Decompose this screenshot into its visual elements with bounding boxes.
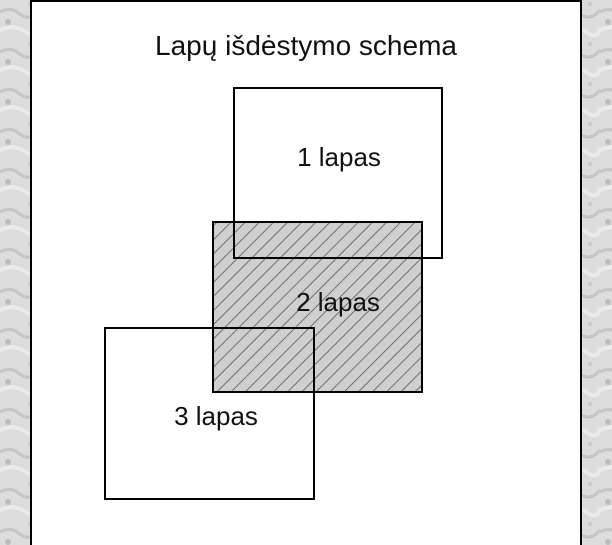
- sheet-1: 1 lapas: [233, 87, 443, 259]
- sheet-2-frame: [212, 221, 423, 393]
- sheet-1-label: 1 lapas: [297, 142, 381, 172]
- sheet-1-frame: [233, 87, 443, 259]
- sheet-3-frame: [104, 327, 315, 500]
- page-title: Lapų išdėstymo schema: [155, 30, 457, 61]
- sheet-3: 3 lapas: [104, 327, 315, 500]
- sheet-2-label: 2 lapas: [296, 287, 380, 317]
- sheet-3-label: 3 lapas: [174, 401, 258, 431]
- sheet-2: 2 lapas: [212, 221, 423, 393]
